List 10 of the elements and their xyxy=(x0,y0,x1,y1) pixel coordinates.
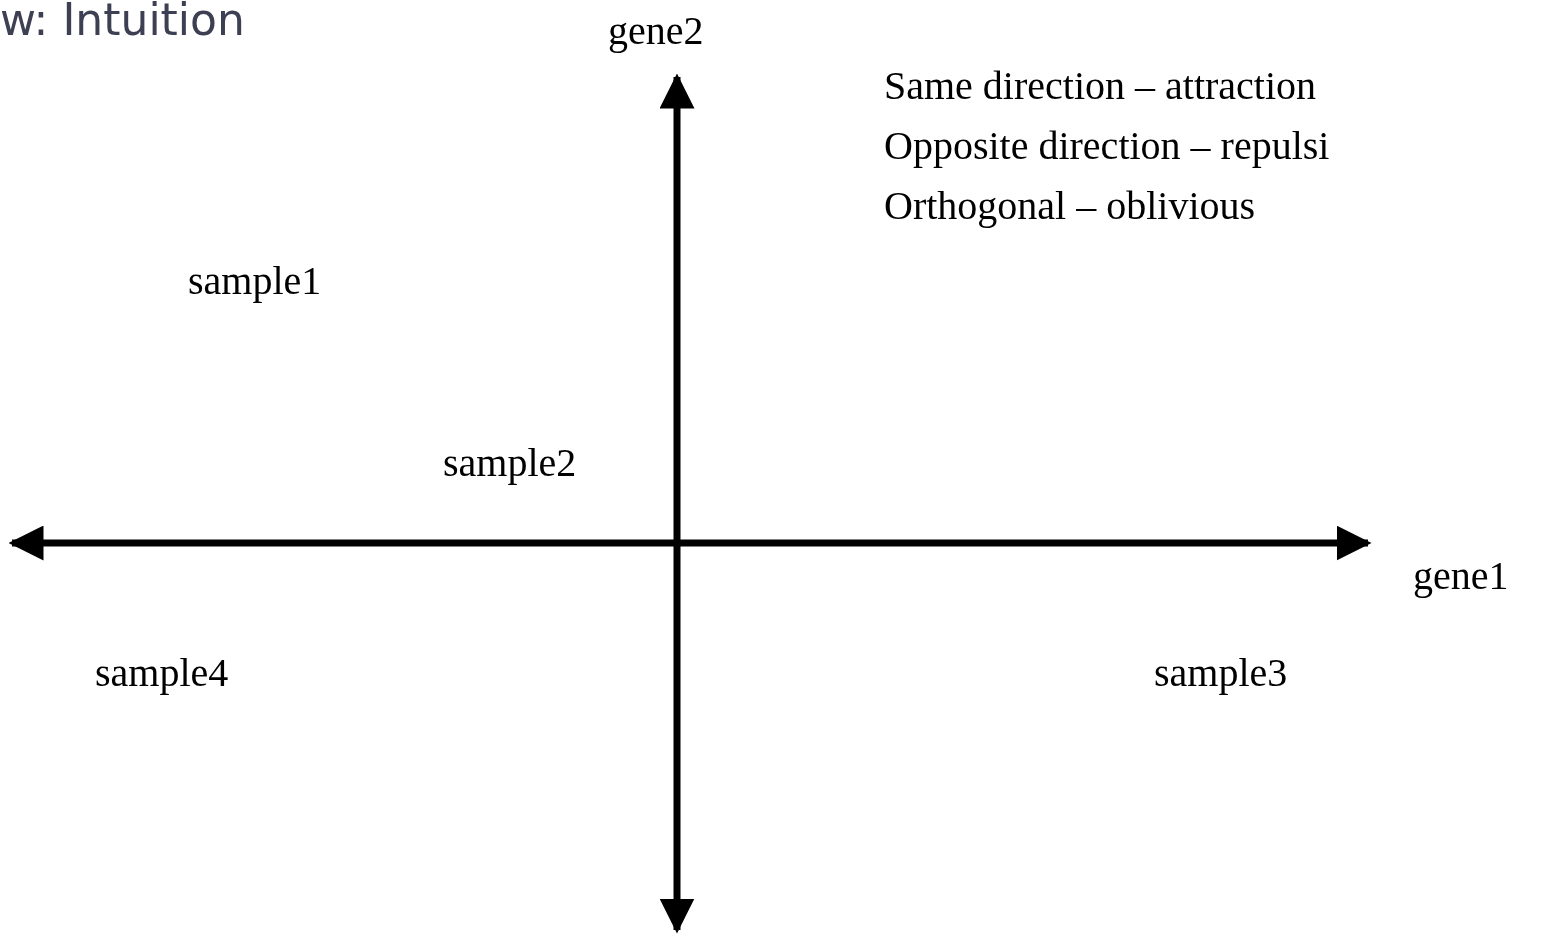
sample-label: sample4 xyxy=(95,650,229,696)
sample-label: sample3 xyxy=(1154,650,1288,696)
note-text: Same direction – attraction xyxy=(884,63,1317,109)
sample-label: sample1 xyxy=(188,258,322,304)
axis-label: gene2 xyxy=(608,8,704,54)
note-text: Opposite direction – repulsi xyxy=(884,123,1330,169)
sample-label: sample2 xyxy=(443,440,577,486)
axis-label: gene1 xyxy=(1413,553,1509,599)
slide-title: w: Intuition xyxy=(0,0,245,45)
note-text: Orthogonal – oblivious xyxy=(884,183,1256,229)
